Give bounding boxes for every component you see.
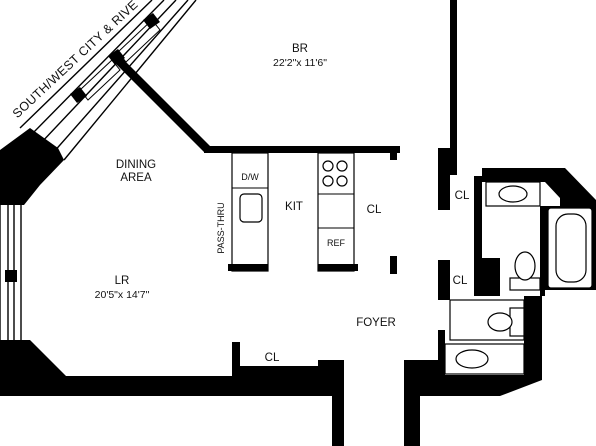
bedroom-size: 22'2"x 11'6" bbox=[273, 57, 327, 69]
west-window-wall bbox=[0, 205, 22, 340]
burner bbox=[322, 175, 334, 187]
window-mullion bbox=[5, 270, 17, 282]
south-wall bbox=[0, 340, 344, 446]
bath-wall bbox=[438, 260, 450, 300]
bedroom-east-wall bbox=[450, 0, 457, 175]
pass-thru-label: PASS-THRU bbox=[216, 202, 226, 253]
bath-wall bbox=[524, 296, 542, 346]
dishwasher-label: D/W bbox=[241, 172, 259, 182]
bath-wall bbox=[482, 258, 500, 296]
window-mullion bbox=[70, 87, 87, 103]
toilet-bowl bbox=[487, 312, 513, 332]
diagonal-window-wall bbox=[19, 0, 197, 161]
dining-name: DINING bbox=[116, 159, 156, 171]
bathtub-basin bbox=[555, 213, 587, 283]
living-closet-label: CL bbox=[265, 352, 280, 364]
dining-name: AREA bbox=[120, 172, 152, 184]
kitchen-closet-label: CL bbox=[367, 204, 382, 216]
foyer-name: FOYER bbox=[356, 317, 396, 329]
window-panel bbox=[117, 19, 161, 63]
closet-wall bbox=[390, 146, 397, 160]
bath-partition bbox=[474, 176, 482, 296]
corner-column bbox=[0, 128, 64, 205]
bath-closet-label: CL bbox=[455, 190, 470, 202]
bath-closet-label: CL bbox=[453, 275, 468, 287]
living-name: LR bbox=[115, 275, 130, 287]
kitchen-top-wall bbox=[204, 146, 400, 153]
sink bbox=[498, 185, 528, 203]
burner bbox=[336, 175, 348, 187]
sink bbox=[239, 193, 263, 223]
toilet-bowl bbox=[514, 251, 536, 281]
counter-end bbox=[228, 264, 268, 271]
kitchen-name: KIT bbox=[285, 201, 303, 213]
bedroom-partition bbox=[114, 56, 210, 152]
lower-right-wall bbox=[404, 330, 542, 446]
kitchen-fixtures bbox=[228, 152, 358, 272]
burner bbox=[322, 160, 334, 172]
bathroom-fixtures bbox=[444, 181, 593, 375]
window-panel bbox=[79, 59, 121, 101]
refrigerator-label: REF bbox=[327, 238, 346, 248]
closet-wall bbox=[390, 256, 397, 274]
sink bbox=[455, 349, 489, 369]
burner bbox=[336, 160, 348, 172]
bath-wall bbox=[438, 148, 450, 210]
bedroom-name: BR bbox=[292, 43, 308, 55]
range-counter bbox=[317, 152, 355, 272]
living-size: 20'5"x 14'7" bbox=[95, 289, 150, 301]
counter-end bbox=[318, 264, 358, 271]
